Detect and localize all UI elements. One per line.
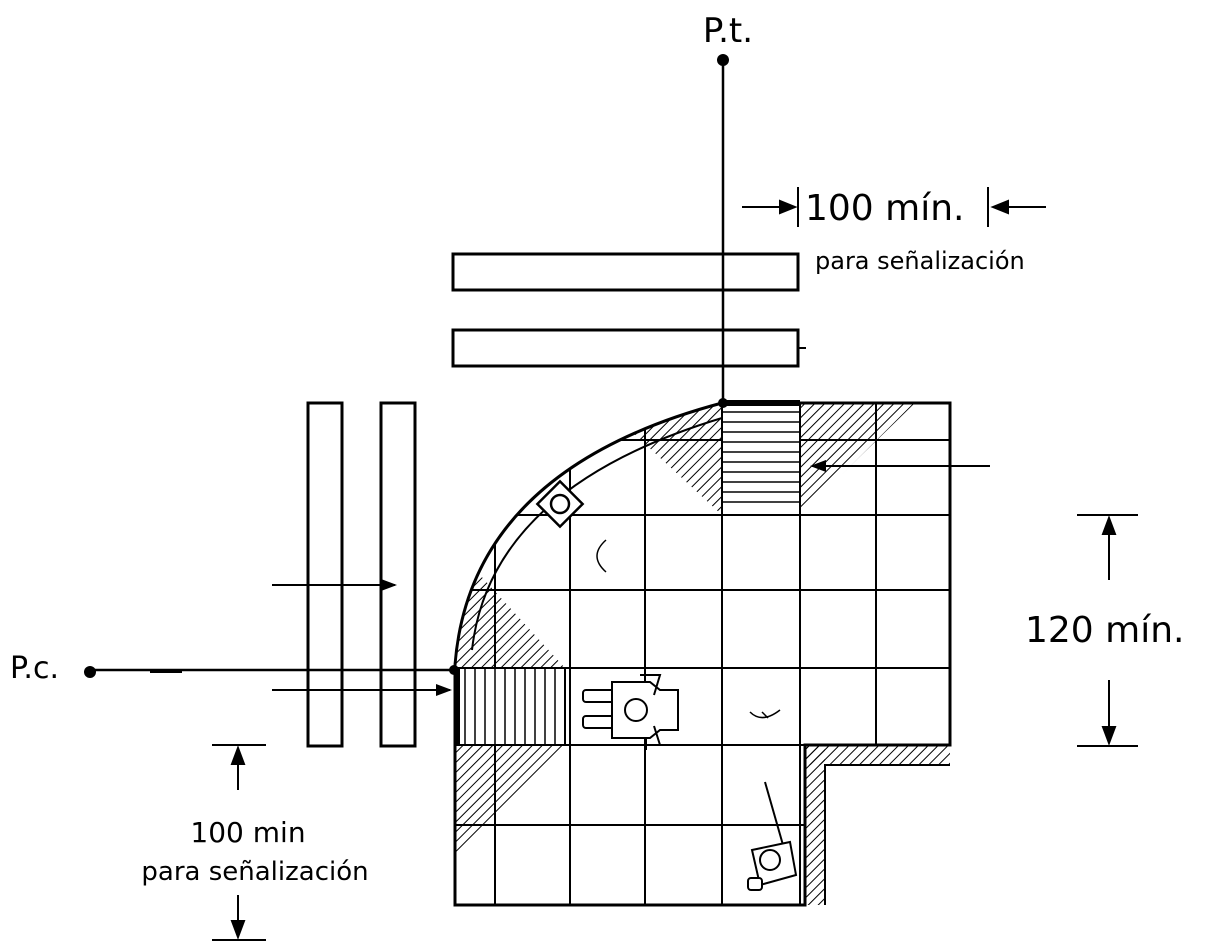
crosswalk-bar-top-2 (451, 328, 800, 368)
ramp-flare-top-right (800, 403, 915, 515)
crosswalk-bar-left-2 (379, 401, 417, 748)
ramp-flare-top-left (630, 403, 722, 515)
curb-curve-outer (453, 401, 723, 666)
crosswalk-pointer-lower-head (436, 684, 452, 696)
bottom-dimension-value: 100 min (190, 816, 305, 849)
crosswalk-pointer-upper-head (381, 579, 397, 591)
ramp-flare-left-bottom (455, 745, 565, 860)
right-dimension (1077, 514, 1138, 747)
building-wall-side (805, 745, 825, 905)
ramp-top (721, 403, 801, 516)
sketch-mark (749, 709, 781, 719)
utility-pole-icon (535, 479, 585, 529)
pc-label: P.c. (10, 651, 59, 686)
pt-curb-point (718, 398, 728, 408)
wheelchair-user-icon (582, 674, 679, 750)
top-dimension-value: 100 mín. (805, 188, 965, 229)
building-wall-edge (824, 764, 950, 905)
top-dimension-note: para señalización (815, 247, 1025, 275)
pc-curb-point (449, 665, 459, 675)
bottom-dimension (212, 744, 266, 941)
pt-point (717, 54, 729, 66)
top-dimension (742, 187, 1046, 227)
pt-label: P.t. (703, 11, 753, 51)
crosswalk-bar-top-1 (451, 252, 800, 292)
ramp-pointer-arrowhead (810, 460, 826, 472)
bottom-dimension-note: para señalización (141, 857, 368, 887)
pc-point (84, 666, 96, 678)
sidewalk-grid (455, 403, 950, 905)
right-dimension-value: 120 mín. (1025, 610, 1185, 651)
ramp-flare-left-top (455, 575, 565, 668)
ramp-left (455, 667, 566, 746)
crosswalk-bar-left-1 (306, 401, 344, 748)
sketch-mark (596, 539, 607, 573)
wheelchair-user-icon (747, 781, 798, 891)
building-wall-top (805, 745, 950, 765)
